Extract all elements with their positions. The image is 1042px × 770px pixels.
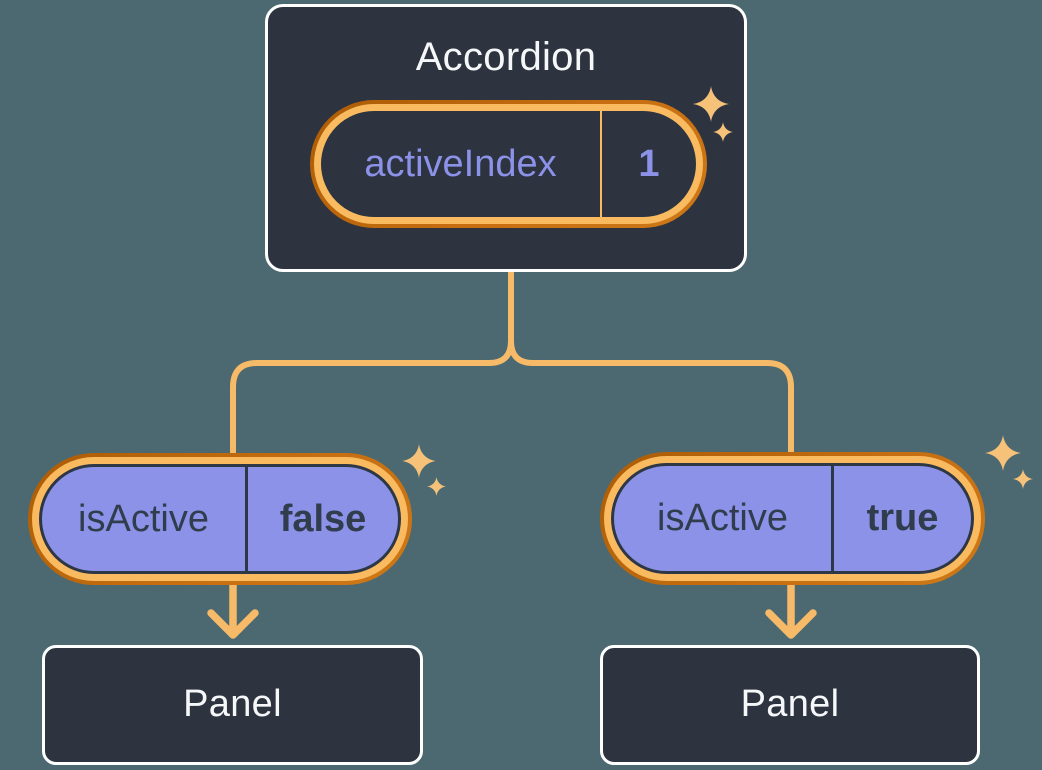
panel-title: Panel [183, 683, 282, 726]
pill-divider [245, 467, 248, 571]
accordion-title: Accordion [415, 35, 597, 79]
prop-pill-left: isActive false [28, 453, 412, 585]
sparkle-icon [713, 122, 733, 142]
state-pill: activeIndex 1 [310, 100, 707, 228]
state-name: activeIndex [364, 142, 557, 185]
panel-title: Panel [740, 683, 840, 726]
sparkle-icon [427, 477, 446, 496]
state-value: 1 [638, 142, 660, 185]
connector-branch-left [230, 265, 514, 471]
pill-divider [600, 111, 602, 217]
prop-name: isActive [657, 497, 788, 539]
sparkle-icon [1013, 469, 1033, 489]
state-pill-glow: activeIndex 1 [314, 104, 703, 224]
sparkle-icon [985, 435, 1021, 471]
accordion-card: Accordion activeIndex 1 [265, 4, 747, 272]
prop-pill-right: isActive true [600, 452, 985, 585]
prop-name: isActive [78, 497, 209, 540]
panel-card-left: Panel [42, 645, 423, 765]
prop-pill-left-glow: isActive false [32, 457, 408, 581]
connector-branch-right [508, 265, 794, 471]
sparkle-icon [693, 86, 729, 122]
prop-value: true [866, 497, 939, 539]
down-arrow-left [207, 581, 259, 639]
panel-card-right: Panel [600, 645, 980, 765]
down-arrow-right [765, 581, 817, 639]
pill-divider [831, 466, 834, 571]
prop-pill-right-glow: isActive true [604, 456, 981, 581]
prop-value: false [279, 497, 367, 540]
sparkle-icon [402, 444, 436, 478]
